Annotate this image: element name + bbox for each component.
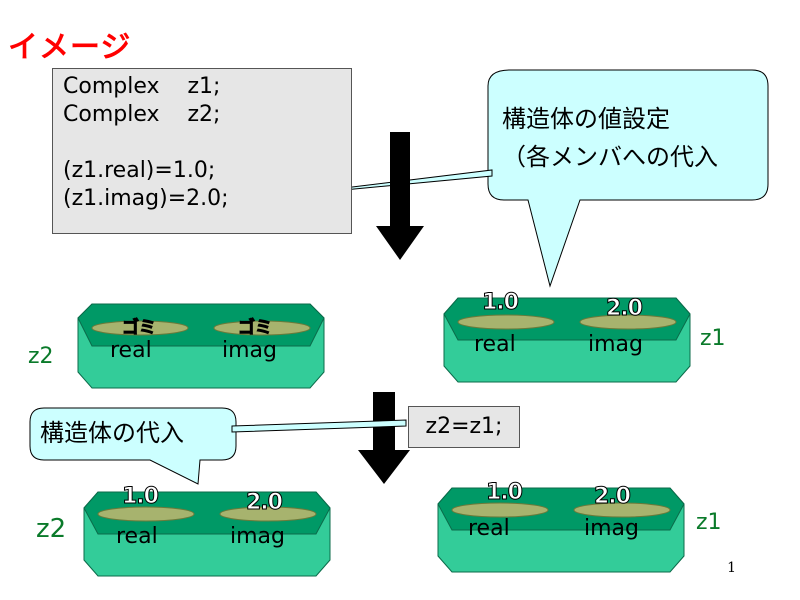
struct-z1-bottom bbox=[437, 487, 685, 573]
page-number: 1 bbox=[727, 560, 736, 576]
struct-imag-value: 2.0 bbox=[606, 296, 644, 322]
struct-imag-label: imag bbox=[222, 338, 277, 363]
struct-real-value: 1.0 bbox=[486, 480, 524, 506]
struct-real-value: 1.0 bbox=[122, 484, 160, 510]
down-arrow-bottom bbox=[358, 392, 410, 484]
struct-var-label: z2 bbox=[36, 514, 67, 544]
code-line bbox=[63, 129, 351, 157]
code-line: (z1.imag)=2.0; bbox=[63, 186, 229, 211]
struct-imag-label: imag bbox=[588, 332, 643, 357]
struct-imag-label: imag bbox=[584, 516, 639, 541]
struct-z2-bottom bbox=[83, 491, 331, 577]
assign-code-box: z2=z1; bbox=[408, 406, 520, 448]
callout-left-pointer bbox=[231, 419, 407, 433]
struct-var-label: z1 bbox=[700, 326, 726, 351]
struct-imag-label: imag bbox=[230, 524, 285, 549]
callout-left-shape bbox=[29, 407, 237, 485]
code-box: Complex z1; Complex z2; (z1.real)=1.0; (… bbox=[52, 68, 352, 234]
callout-left-text: 構造体の代入 bbox=[40, 419, 184, 447]
callout-top-shape bbox=[487, 69, 769, 288]
code-line: (z1.real)=1.0; bbox=[63, 158, 216, 183]
struct-z2-top bbox=[77, 303, 325, 389]
struct-real-label: real bbox=[116, 524, 158, 549]
struct-real-label: real bbox=[474, 332, 516, 357]
page-title: イメージ bbox=[8, 30, 132, 65]
code-line: Complex z2; bbox=[63, 102, 221, 127]
struct-z1-top bbox=[443, 297, 691, 383]
struct-var-label: z1 bbox=[696, 510, 722, 535]
struct-real-value: 1.0 bbox=[482, 290, 520, 316]
struct-var-label: z2 bbox=[28, 344, 54, 369]
struct-real-label: real bbox=[468, 516, 510, 541]
callout-top-line1: 構造体の値設定 bbox=[502, 105, 670, 133]
down-arrow-top bbox=[376, 132, 424, 260]
code-line: Complex z1; bbox=[63, 74, 221, 99]
struct-imag-value: ゴミ bbox=[238, 318, 273, 339]
callout-top-line2: （各メンバへの代入 bbox=[502, 143, 718, 171]
struct-imag-value: 2.0 bbox=[594, 484, 632, 510]
struct-real-label: real bbox=[110, 338, 152, 363]
struct-real-value: ゴミ bbox=[122, 318, 157, 339]
struct-imag-value: 2.0 bbox=[246, 490, 284, 516]
